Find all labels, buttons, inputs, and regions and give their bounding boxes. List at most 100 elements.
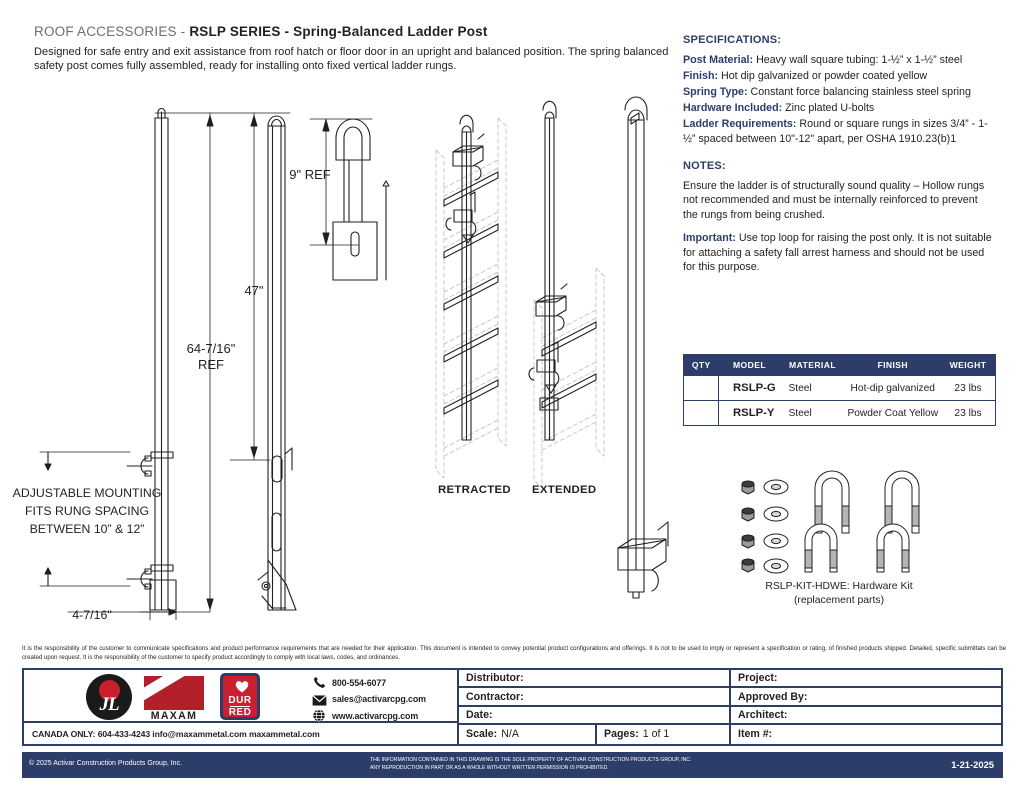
envelope-icon <box>312 693 327 706</box>
field-project-label: Project: <box>738 672 778 685</box>
footer-form-fields: Distributor: Project: Contractor: Approv… <box>459 670 1001 744</box>
footer-left-panel: JL MAXAM DUR RED <box>24 670 459 744</box>
red-text: RED <box>228 707 252 718</box>
title-category: ROOF ACCESSORIES - <box>34 24 190 39</box>
column-header-qty: QTY <box>684 355 719 376</box>
maxam-logo-text: MAXAM <box>150 710 198 722</box>
field-item-number[interactable]: Item #: <box>731 725 1001 743</box>
canada-contact-row: CANADA ONLY: 604-433-4243 info@maxammeta… <box>24 723 457 744</box>
spec-value: Zinc plated U-bolts <box>782 102 875 115</box>
dimension-label-9ref: 9" REF <box>289 167 331 182</box>
jl-logo: JL <box>86 674 132 720</box>
cell-qty[interactable] <box>684 375 719 401</box>
dimension-label-47: 47" <box>244 283 264 298</box>
dimension-64-ref: REF <box>198 357 224 372</box>
notes-important: Important: Use top loop for raising the … <box>683 231 995 274</box>
phone-number: 800-554-6077 <box>332 677 387 688</box>
table-row[interactable]: RSLP-G Steel Hot-dip galvanized 23 lbs <box>684 375 995 401</box>
field-pages-value: 1 of 1 <box>642 728 670 741</box>
hardware-kit-illustration <box>741 470 920 574</box>
footer-block: JL MAXAM DUR RED <box>22 668 1003 746</box>
dimension-label-4-7-16: 4-7/16" <box>72 608 112 622</box>
copyright-bar: © 2025 Activar Construction Products Gro… <box>22 752 1003 778</box>
spec-item-post-material: Post Material: Heavy wall square tubing:… <box>683 53 995 68</box>
hardware-kit-caption-line2: (replacement parts) <box>793 595 885 606</box>
cell-finish: Powder Coat Yellow <box>844 400 941 425</box>
header-description: Designed for safe entry and exit assista… <box>34 46 669 73</box>
adjustable-mounting-note: ADJUSTABLE MOUNTING FITS RUNG SPACING BE… <box>12 486 162 536</box>
specifications-section: SPECIFICATIONS: Post Material: Heavy wal… <box>683 34 995 148</box>
field-contractor-label: Contractor: <box>466 690 524 703</box>
jl-logo-dot <box>99 680 120 701</box>
spec-label: Ladder Requirements: <box>683 118 797 131</box>
field-distributor-label: Distributor: <box>466 672 524 685</box>
notes-important-label: Important: <box>683 232 736 245</box>
canada-contact-text: CANADA ONLY: 604-433-4243 info@maxammeta… <box>32 728 320 739</box>
email-address: sales@activarcpg.com <box>332 694 426 705</box>
column-header-material: MATERIAL <box>780 355 845 376</box>
logos-and-contacts-row: JL MAXAM DUR RED <box>24 670 457 723</box>
field-contractor[interactable]: Contractor: <box>459 688 731 705</box>
form-row-contractor-approved: Contractor: Approved By: <box>459 688 1001 707</box>
label-extended: EXTENDED <box>532 484 597 496</box>
label-retracted: RETRACTED <box>438 484 511 496</box>
column-header-weight: WEIGHT <box>941 355 995 376</box>
contact-website[interactable]: www.activarcpg.com <box>312 708 426 724</box>
spec-item-ladder-requirements: Ladder Requirements: Round or square run… <box>683 117 995 147</box>
website-url: www.activarcpg.com <box>332 710 419 721</box>
field-approved-by[interactable]: Approved By: <box>731 688 1001 704</box>
cell-qty[interactable] <box>684 400 719 425</box>
specifications-heading: SPECIFICATIONS: <box>683 34 782 46</box>
field-project[interactable]: Project: <box>731 670 1001 686</box>
contact-phone[interactable]: 800-554-6077 <box>312 675 426 691</box>
spec-label: Post Material: <box>683 54 754 66</box>
table-row[interactable]: RSLP-Y Steel Powder Coat Yellow 23 lbs <box>684 400 995 425</box>
dimension-64-value: 64-7/16" <box>186 341 236 356</box>
contact-list: 800-554-6077 sales@activarcpg.com www.ac… <box>312 675 426 725</box>
maxam-logo-slash <box>144 676 204 703</box>
revision-date: 1-21-2025 <box>951 759 994 770</box>
field-architect[interactable]: Architect: <box>731 707 1001 723</box>
form-row-date-architect: Date: Architect: <box>459 706 1001 726</box>
spec-value: Round or square rungs in sizes 3/4” - 1-… <box>683 118 988 146</box>
jl-logo-text: JL <box>99 694 119 715</box>
copyright-text: © 2025 Activar Construction Products Gro… <box>29 760 183 767</box>
title-series: RSLP SERIES - Spring-Balanced Ladder Pos… <box>189 24 488 39</box>
cell-weight: 23 lbs <box>941 400 995 425</box>
field-date[interactable]: Date: <box>459 706 731 724</box>
legal-notice: THE INFORMATION CONTAINED IN THIS DRAWIN… <box>370 757 691 772</box>
notes-section: NOTES: Ensure the ladder is of structura… <box>683 160 995 274</box>
product-table: QTY MODEL MATERIAL FINISH WEIGHT RSLP-G … <box>683 354 996 426</box>
dur-red-logo-inner: DUR RED <box>223 676 257 718</box>
maxam-logo-mark <box>144 676 204 710</box>
page-title: ROOF ACCESSORIES - RSLP SERIES - Spring-… <box>34 24 684 39</box>
field-approved-by-label: Approved By: <box>738 690 808 703</box>
hardware-kit-caption: RSLP-KIT-HDWE: Hardware Kit (replacement… <box>683 580 995 608</box>
notes-body: Ensure the ladder is of structurally sou… <box>683 180 985 221</box>
figure-retracted <box>435 114 507 479</box>
specifications-list: Post Material: Heavy wall square tubing:… <box>683 53 995 148</box>
cell-material: Steel <box>780 400 845 425</box>
field-item-number-label: Item #: <box>738 728 773 741</box>
spec-label: Spring Type: <box>683 86 748 99</box>
form-row-scale-pages-item: Scale: N/A Pages: 1 of 1 Item #: <box>459 725 1001 744</box>
page-header: ROOF ACCESSORIES - RSLP SERIES - Spring-… <box>34 24 684 74</box>
dur-red-logo: DUR RED <box>220 673 260 720</box>
form-row-distributor-project: Distributor: Project: <box>459 670 1001 689</box>
heart-icon <box>235 681 249 693</box>
field-pages[interactable]: Pages: 1 of 1 <box>597 725 731 744</box>
cell-model: RSLP-G <box>718 375 781 401</box>
field-scale[interactable]: Scale: N/A <box>459 725 597 744</box>
field-date-label: Date: <box>466 708 493 721</box>
dur-red-divider <box>230 706 250 708</box>
cell-finish: Hot-dip galvanized <box>844 375 941 401</box>
field-scale-value: N/A <box>501 728 519 741</box>
figure-extended <box>528 100 605 489</box>
table-header-row: QTY MODEL MATERIAL FINISH WEIGHT <box>684 355 995 376</box>
spec-label: Finish: <box>683 70 719 83</box>
column-header-finish: FINISH <box>844 355 941 376</box>
field-architect-label: Architect: <box>738 708 788 721</box>
contact-email[interactable]: sales@activarcpg.com <box>312 692 426 708</box>
column-header-model: MODEL <box>718 355 781 376</box>
field-distributor[interactable]: Distributor: <box>459 670 731 687</box>
